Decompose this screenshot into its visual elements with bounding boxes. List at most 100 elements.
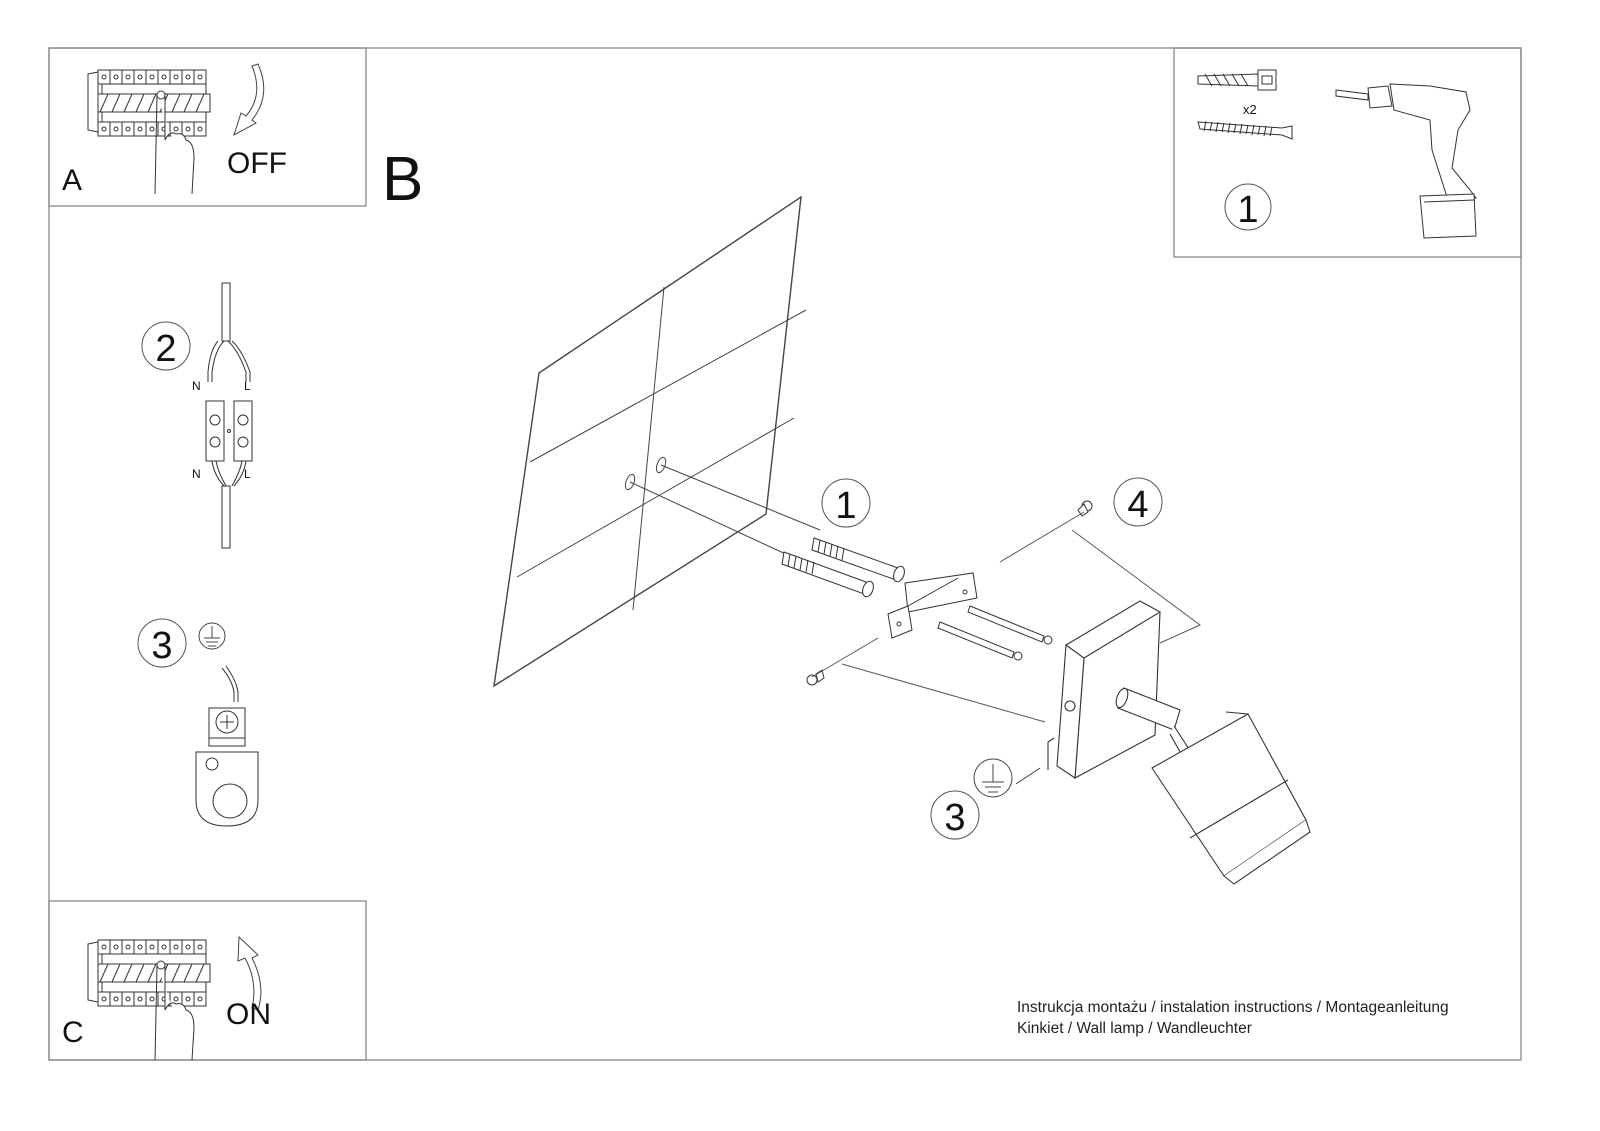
breaker-module-detail [173,126,179,132]
callout-3-badge [930,790,980,840]
arrow-up-icon [237,935,262,1011]
step-3-badge [137,618,187,668]
callout-4-number: 4 [1127,484,1148,526]
panel-b-letter: B [382,145,423,214]
panel-a-frame [48,47,367,207]
breaker-module-detail [149,74,155,80]
step-1-badge [1224,183,1272,231]
fixing-screw-icon [806,500,1093,686]
step-3-number: 3 [151,625,172,667]
breaker-panel-icon [87,939,211,1007]
callout-1-badge [821,478,871,528]
quantity-label: x2 [1243,102,1257,117]
breaker-module-detail [137,944,143,950]
breaker-module-detail [149,126,155,132]
breaker-module-detail [99,93,109,113]
panel-c-frame [48,900,367,1061]
panel-c-letter: C [62,1016,84,1049]
panel-a-letter: A [62,164,82,197]
breaker-module-detail [113,74,119,80]
lamp-base [1047,600,1161,779]
top-live-label: L [244,379,251,393]
breaker-module-detail [137,126,143,132]
breaker-panel-icon [87,69,211,137]
breaker-module-detail [101,74,107,80]
footer-caption: Instrukcja montażu / instalation instruc… [1017,997,1449,1039]
breaker-module-detail [173,996,179,1002]
breaker-module-detail [125,996,131,1002]
breaker-module-detail [137,74,143,80]
breaker-module-detail [113,126,119,132]
hand-icon [154,960,195,1061]
ground-symbol-icon [198,622,226,650]
breaker-module-detail [123,93,133,113]
guide-lines [811,511,1201,723]
step-2-badge [141,321,191,371]
wall-panel [493,195,821,688]
screw-icon [937,605,1053,661]
breaker-module-detail [111,93,121,113]
breaker-module-detail [173,74,179,80]
breaker-module-detail [149,944,155,950]
footer-subtitle: Kinkiet / Wall lamp / Wandleuchter [1017,1020,1252,1037]
breaker-module-detail [173,944,179,950]
breaker-module-detail [137,996,143,1002]
breaker-module-detail [125,126,131,132]
terminal-block-icon [205,282,253,549]
breaker-module-detail [161,74,167,80]
step-2-number: 2 [155,328,176,370]
callout-4-badge [1113,477,1163,527]
breaker-module-detail [197,74,203,80]
callout-3-number: 3 [944,797,965,839]
breaker-module-detail [111,963,121,983]
breaker-module-detail [101,996,107,1002]
breaker-module-detail [183,93,193,113]
breaker-module-detail [197,996,203,1002]
hand-icon [154,90,195,195]
breaker-module-detail [183,963,193,983]
lamp-head [1151,711,1311,885]
arrow-down-icon [233,63,265,137]
step-1-number: 1 [1237,189,1258,231]
breaker-module-detail [99,963,109,983]
breaker-module-detail [185,944,191,950]
screw-icon [1197,120,1293,140]
breaker-module-detail [113,996,119,1002]
breaker-module-detail [147,93,157,113]
breaker-module-detail [185,996,191,1002]
breaker-module-detail [135,93,145,113]
mounting-bracket [887,572,978,639]
breaker-module-detail [135,963,145,983]
breaker-module-detail [171,963,181,983]
outer-frame [48,47,1522,1061]
breaker-module-detail [123,963,133,983]
breaker-module-detail [125,944,131,950]
top-neutral-label: N [192,379,201,393]
footer-title: Instrukcja montażu / instalation instruc… [1017,999,1449,1016]
breaker-module-detail [185,126,191,132]
ground-symbol-icon [973,758,1041,798]
breaker-module-detail [113,944,119,950]
breaker-module-detail [197,944,203,950]
breaker-module-detail [101,944,107,950]
ground-terminal-icon [195,665,259,827]
callout-1-number: 1 [835,485,856,527]
drill-icon [1335,83,1477,239]
wall-plug-icon [1197,69,1277,91]
breaker-module-detail [101,126,107,132]
bottom-neutral-label: N [192,467,201,481]
breaker-module-detail [197,126,203,132]
tools-box-frame [1173,47,1522,258]
wall-plug-icon [781,537,905,598]
breaker-module-detail [195,963,205,983]
breaker-module-detail [185,74,191,80]
breaker-module-detail [195,93,205,113]
breaker-module-detail [161,944,167,950]
bottom-live-label: L [244,467,251,481]
panel-a-state: OFF [227,147,287,180]
breaker-module-detail [147,963,157,983]
breaker-module-detail [149,996,155,1002]
breaker-module-detail [171,93,181,113]
panel-c-state: ON [226,998,271,1031]
